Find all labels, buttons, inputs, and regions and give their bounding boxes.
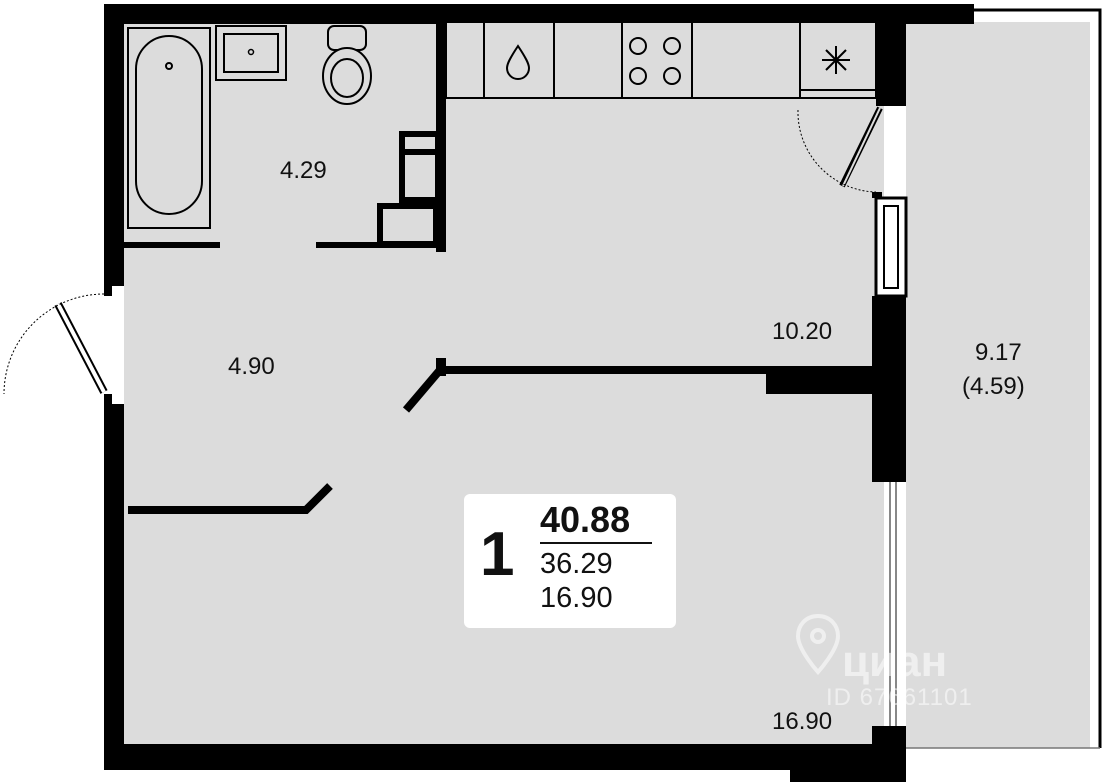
living-room-area-label: 16.90 bbox=[772, 708, 833, 735]
total-area: 40.88 bbox=[540, 499, 631, 540]
balcony-reduced-area-label: (4.59) bbox=[962, 373, 1025, 400]
entrance-door bbox=[3, 286, 112, 404]
bathtub-icon bbox=[127, 27, 211, 229]
summary-divider bbox=[540, 542, 652, 544]
rooms-count: 1 bbox=[480, 520, 515, 589]
kitchen-counter bbox=[445, 21, 877, 99]
living-space-area: 36.29 bbox=[540, 548, 613, 580]
location-pin-icon bbox=[795, 613, 841, 675]
stove-icon bbox=[629, 37, 681, 85]
sink-icon bbox=[215, 25, 287, 81]
kitchen-area-label: 10.20 bbox=[772, 318, 833, 345]
balcony-area-label: 9.17 bbox=[975, 339, 1022, 366]
watermark-listing-id: ID 67661101 bbox=[826, 684, 973, 711]
water-drop-icon bbox=[505, 44, 531, 80]
toilet-icon bbox=[322, 25, 372, 105]
exterior-walls bbox=[104, 4, 974, 782]
room-area: 16.90 bbox=[540, 582, 613, 614]
bathroom-area-label: 4.29 bbox=[280, 157, 327, 184]
balcony-door-glass bbox=[874, 196, 908, 298]
balcony-rails bbox=[889, 8, 1102, 749]
balcony-floor bbox=[906, 22, 1090, 748]
watermark-brand: циан bbox=[842, 637, 948, 686]
shelving-unit bbox=[377, 131, 441, 247]
snowflake-icon bbox=[822, 46, 850, 74]
hallway-area-label: 4.90 bbox=[228, 353, 275, 380]
area-summary-card: 1 40.88 36.29 16.90 bbox=[464, 494, 676, 628]
kitchen-door bbox=[797, 100, 886, 198]
